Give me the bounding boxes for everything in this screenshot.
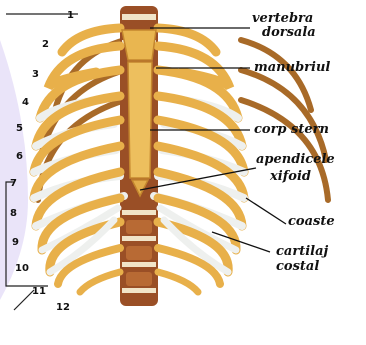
cartilaj-costal-label-line2: costal: [276, 260, 319, 273]
corp-stern-label: corp stern: [254, 123, 329, 136]
rib-number-4: 4: [22, 98, 29, 108]
rib-number-1: 1: [67, 11, 74, 21]
cartilaj-costal-label-line1: cartilaj: [276, 245, 328, 258]
manubriul-label: manubriul: [254, 61, 330, 74]
coaste-label: coaste: [288, 215, 335, 228]
sternum-body-shape: [128, 62, 152, 178]
coaste-leader: [246, 198, 286, 224]
rib-number-7: 7: [10, 179, 17, 189]
vertebra-dorsala-label-line2: dorsala: [262, 26, 316, 39]
apendicele-xifoid-label-line2: xifoid: [270, 170, 311, 183]
rib-number-5: 5: [16, 124, 23, 134]
left-accent-shape: [0, 40, 28, 300]
rib-number-10: 10: [15, 264, 29, 274]
vertebra-dorsala-label-line1: vertebra: [252, 12, 313, 25]
rib-number-6: 6: [16, 152, 23, 162]
rib-number-12: 12: [56, 303, 70, 313]
rib-number-3: 3: [32, 70, 39, 80]
rib-number-8: 8: [10, 209, 17, 219]
rib-number-2: 2: [42, 40, 49, 50]
apendicele-xifoid-label-line1: apendicele: [256, 153, 335, 166]
rib-number-9: 9: [12, 238, 19, 248]
manubrium-shape: [122, 30, 156, 60]
rib-number-11: 11: [32, 287, 46, 297]
